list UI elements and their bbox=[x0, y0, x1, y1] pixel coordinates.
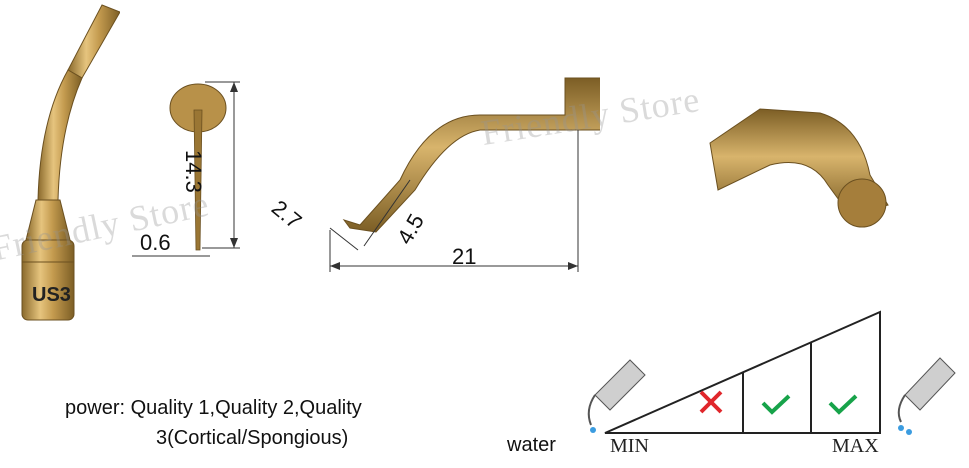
nozzle-max-icon bbox=[897, 357, 956, 435]
tip-product-image bbox=[21, 4, 120, 321]
side-view-drawing bbox=[329, 77, 600, 272]
power-text-line2: 3(Cortical/Spongious) bbox=[156, 427, 349, 449]
water-label: water bbox=[507, 434, 556, 456]
water-scale-graphic bbox=[587, 310, 956, 435]
cross-icon bbox=[699, 390, 723, 414]
tip-closeup-image bbox=[709, 108, 889, 228]
dim-tip-width-label: 0.6 bbox=[140, 230, 171, 255]
power-text-line1: power: Quality 1,Quality 2,Quality bbox=[65, 397, 362, 419]
check-icon bbox=[828, 394, 858, 415]
front-view-drawing bbox=[132, 81, 240, 257]
scale-min-label: MIN bbox=[610, 435, 649, 457]
tip-model-label: US3 bbox=[32, 284, 71, 306]
nozzle-min-icon bbox=[587, 359, 646, 433]
dim-total-length-label: 21 bbox=[452, 244, 477, 269]
check-icon bbox=[761, 394, 791, 415]
dim-blade-width-label: 2.7 bbox=[266, 195, 307, 234]
scale-max-label: MAX bbox=[832, 435, 879, 457]
